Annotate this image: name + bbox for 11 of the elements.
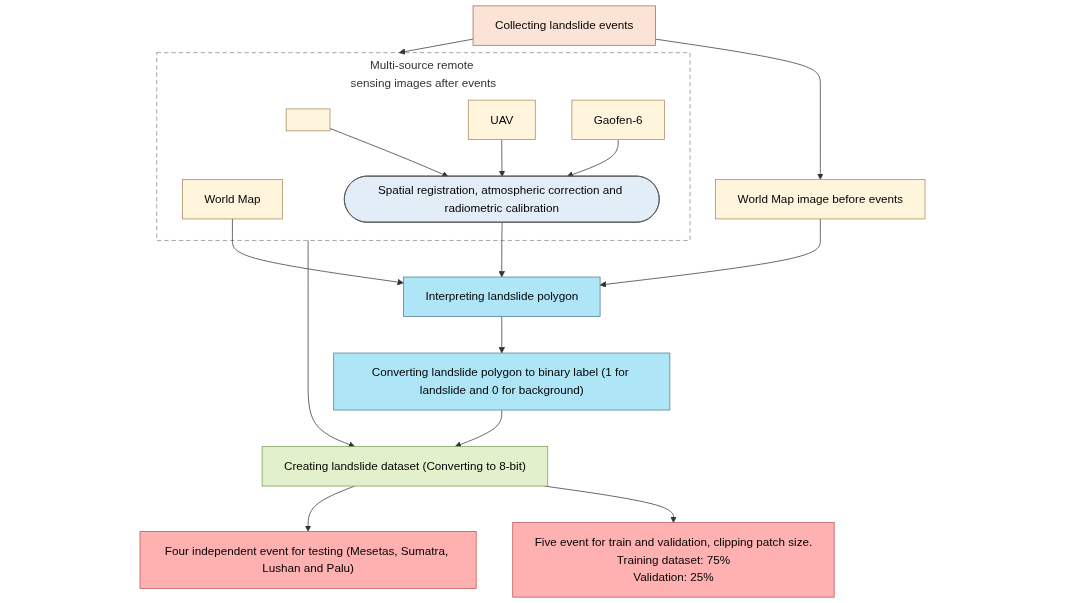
node-box: Five event for train and validation, clipping patch size. Training dataset: 75% Validation: 25% xyxy=(512,522,835,598)
node-box: Converting landslide polygon to binary label (1 for landslide and 0 for background) xyxy=(333,352,671,411)
node-box: Creating landslide dataset (Converting to 8-bit) xyxy=(261,446,549,487)
node-box: Four independent event for testing (Mesetas, Sumatra, Lushan and Palu) xyxy=(139,531,477,589)
node-box: Collecting landslide events xyxy=(472,5,656,46)
node-box: World Map image before events xyxy=(715,179,926,220)
node-box xyxy=(285,108,331,132)
node-box: UAV xyxy=(467,99,536,140)
node-box: Gaofen-6 xyxy=(571,99,665,140)
node-box: World Map xyxy=(181,179,283,220)
node-box: Interpreting landslide polygon xyxy=(403,276,601,317)
